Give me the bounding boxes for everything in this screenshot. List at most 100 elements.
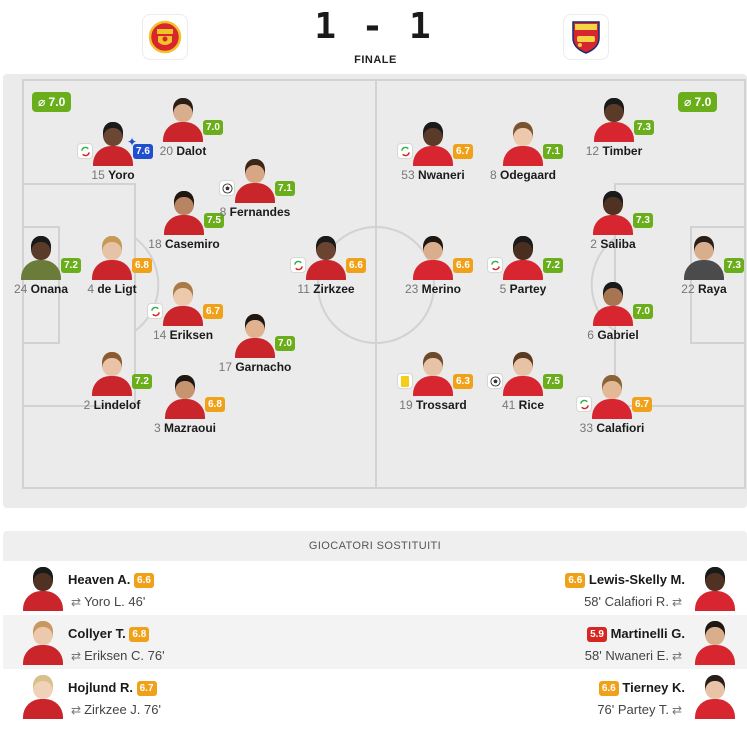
player-photo [412,120,454,166]
shirt-number: 22 [681,282,695,296]
substitute-rating: 6.8 [129,627,150,642]
shirt-number: 18 [148,237,162,251]
player-rating: 7.2 [543,258,563,273]
player-label: 8 Odegaard [453,168,593,182]
shirt-number: 8 [219,205,227,219]
shirt-number: 41 [501,398,516,412]
yellow-card-icon [397,373,413,389]
player-photo [305,234,347,280]
shirt-number: 33 [579,421,593,435]
arsenal-crest-icon [572,21,600,54]
player-photo-frame [592,280,634,326]
player-label: 18 Casemiro [114,237,254,251]
player-photo [593,96,635,142]
shirt-number: 20 [159,144,173,158]
substitute-name: Collyer T. [68,626,126,641]
player-name: Onana [30,282,69,296]
home-team-logo[interactable] [142,14,188,60]
player-name: Garnacho [235,360,292,374]
player-name: Dalot [176,144,207,158]
shirt-number: 14 [152,328,167,342]
player-photo [591,373,633,419]
player-photo-frame [234,312,276,358]
player-label: 6 Gabriel [543,328,683,342]
home-substitute[interactable]: Heaven A. 6.6⇄Yoro L. 46' [3,561,375,615]
player-label: 2 Lindelof [42,398,182,412]
player-photo-frame [412,234,454,280]
player-label: 4 de Ligt [42,282,182,296]
substitute-name-line: 5.9 Martinelli G. [587,626,685,643]
player-rating: 6.6 [453,258,473,273]
motm-star-icon: ✦ [127,135,138,149]
shirt-number: 8 [489,168,497,182]
manchester-united-crest-icon [148,20,182,54]
substitute-photo [695,565,735,611]
pitch [3,74,747,508]
substitute-rating: 6.6 [598,681,619,696]
shirt-number: 12 [585,144,600,158]
away-substitute[interactable]: 6.6 Lewis-Skelly M.58' Calafiori R.⇄ [375,561,747,615]
home-substitute[interactable]: Collyer T. 6.8⇄Eriksen C. 76' [3,615,375,669]
player-photo-frame [502,234,544,280]
shirt-number: 15 [91,168,105,182]
player-photo [683,234,725,280]
player-photo-frame [234,157,276,203]
player-photo [502,120,544,166]
substitution-icon: ⇄ [671,649,682,663]
player-rating: 7.5 [204,213,224,228]
player-rating: 6.6 [346,258,366,273]
shirt-number: 24 [13,282,28,296]
shirt-number: 5 [499,282,507,296]
replaced-text: 58' Nwaneri E. [584,648,669,663]
player-photo [592,280,634,326]
player-photo [234,312,276,358]
match-score: 1 - 1 [314,6,433,47]
player-label: 17 Garnacho [185,360,325,374]
away-substitute[interactable]: 6.6 Tierney K.76' Partey T.⇄ [375,669,747,723]
substitute-name-line: Collyer T. 6.8 [68,626,150,643]
shirt-number: 2 [590,237,597,251]
substitution-icon [77,143,93,159]
player-name: Yoro [108,168,135,182]
away-substitute[interactable]: 5.9 Martinelli G. 58' Nwaneri E.⇄ [375,615,747,669]
shirt-number: 23 [404,282,419,296]
match-status: FINALE [354,54,397,66]
shirt-number: 53 [401,168,415,182]
player-rating: 7.1 [275,181,295,196]
replaced-text: Yoro L. 46' [84,594,146,609]
player-rating: 6.3 [453,374,473,389]
player-name: de Ligt [97,282,137,296]
player-photo [91,234,133,280]
substitution-icon [487,257,503,273]
player-rating: 7.0 [633,304,653,319]
player-label: 33 Calafiori [542,421,682,435]
player-name: Casemiro [165,237,220,251]
player-name: Lindelof [93,398,141,412]
player-photo-frame [305,234,347,280]
player-rating: 7.3 [724,258,744,273]
player-label: 23 Merino [363,282,503,296]
player-photo-frame [683,234,725,280]
substitute-rating: 6.6 [134,573,154,588]
substitution-row: Hojlund R. 6.7⇄Zirkzee J. 76'6.6 Tierney… [3,669,747,723]
player-photo-frame [412,120,454,166]
shirt-number: 4 [87,282,94,296]
player-name: Eriksen [169,328,214,342]
home-substitute[interactable]: Hojlund R. 6.7⇄Zirkzee J. 76' [3,669,375,723]
substitute-name: Lewis-Skelly M. [588,572,685,587]
substitution-icon: ⇄ [71,595,82,609]
shirt-number: 11 [297,282,310,296]
replaced-text: Eriksen C. 76' [84,648,165,663]
player-name: Calafiori [596,421,645,435]
away-team-logo[interactable] [563,14,609,60]
substitute-name-line: Hojlund R. 6.7 [68,680,157,697]
substitutes-header: GIOCATORI SOSTITUITI [3,531,747,561]
player-photo-frame [91,350,133,396]
substitution-icon [290,257,306,273]
player-rating: 7.0 [275,336,295,351]
player-photo [162,96,204,142]
player-photo-frame [502,350,544,396]
player-photo-frame [593,96,635,142]
player-label: 15 Yoro [43,168,183,182]
goal-ball-icon [219,180,235,196]
